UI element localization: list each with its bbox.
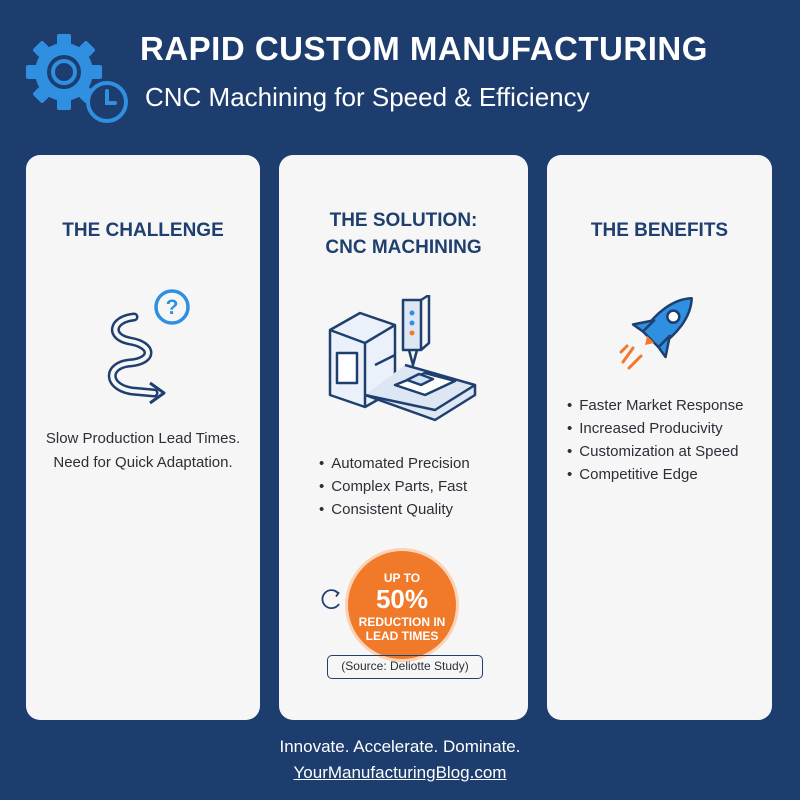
source-note: (Source: Deliotte Study) xyxy=(327,655,483,679)
challenge-line: Slow Production Lead Times. xyxy=(45,430,241,447)
footer-website-link[interactable]: YourManufacturingBlog.com xyxy=(293,763,507,782)
list-item: Complex Parts, Fast xyxy=(319,475,470,498)
challenge-line: Need for Quick Adaptation. xyxy=(53,454,233,471)
badge-top-text: UP TO xyxy=(383,571,421,585)
card-title-line: THE BENEFITS xyxy=(590,220,729,241)
page-title: RAPID CUSTOM MANUFACTURING xyxy=(140,30,708,67)
benefits-bullet-list: Faster Market Response Increased Produci… xyxy=(567,394,744,486)
card-title: THE BENEFITS xyxy=(547,217,772,244)
list-item: Consistent Quality xyxy=(319,498,470,521)
card-title-line: THE CHALLENGE xyxy=(62,220,224,241)
badge-bottom-text: REDUCTION IN LEAD TIMES xyxy=(358,615,446,643)
gear-clock-icon xyxy=(26,34,128,123)
card-title-line: CNC MACHINING xyxy=(325,237,482,258)
list-item: Faster Market Response xyxy=(567,394,743,417)
challenge-description: Slow Production Lead Times. Need for Qui… xyxy=(26,427,260,475)
card-title: THE CHALLENGE xyxy=(26,217,260,244)
badge-percent: 50% xyxy=(375,584,429,614)
footer-tagline: Innovate. Accelerate. Dominate. xyxy=(279,737,521,756)
card-title: THE SOLUTION: CNC MACHINING xyxy=(279,207,528,261)
benefits-card: THE BENEFITS Faster Market Response Incr… xyxy=(547,155,772,720)
list-item: Customization at Speed xyxy=(567,440,744,463)
challenge-card: THE CHALLENGE ? Slow Production Lead Tim… xyxy=(26,155,260,720)
lead-time-badge: UP TO 50% REDUCTION IN LEAD TIMES xyxy=(345,548,459,662)
cnc-machine-icon xyxy=(328,295,477,422)
svg-text:?: ? xyxy=(166,296,179,319)
list-item: Automated Precision xyxy=(319,452,469,475)
cycle-arrow-icon xyxy=(321,589,340,609)
rocket-icon xyxy=(619,297,693,370)
card-title-line: THE SOLUTION: xyxy=(329,210,478,231)
solution-bullet-list: Automated Precision Complex Parts, Fast … xyxy=(319,452,470,521)
winding-path-question-icon: ? xyxy=(107,289,190,405)
page-subtitle: CNC Machining for Speed & Efficiency xyxy=(145,82,590,112)
list-item: Increased Producivity xyxy=(567,417,744,440)
list-item: Competitive Edge xyxy=(567,463,744,486)
solution-card: THE SOLUTION: CNC MACHINING Automated Pr… xyxy=(279,155,528,720)
